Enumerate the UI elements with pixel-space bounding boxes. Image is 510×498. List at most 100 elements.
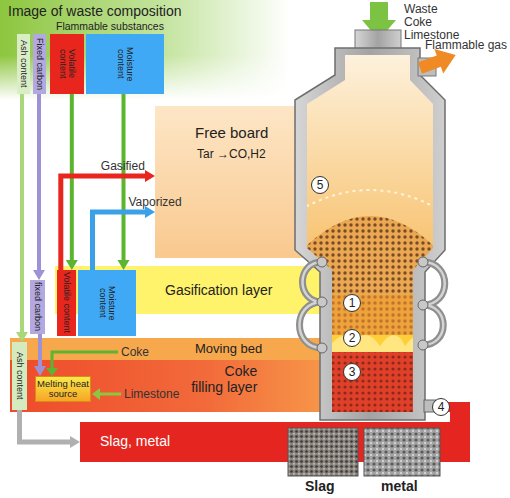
arrow-head — [118, 260, 130, 270]
callout-number: 2 — [343, 329, 361, 347]
edge-label: Gasified — [101, 159, 145, 173]
pipe-shine — [300, 302, 323, 348]
moisture-box: Moisture content — [78, 270, 136, 336]
pipe — [303, 262, 323, 302]
flow-arrow — [93, 206, 156, 270]
layer-label: Coke filling layer — [190, 363, 257, 395]
callout-number: 5 — [311, 176, 329, 194]
nozzle — [317, 343, 327, 353]
flow-arrow — [33, 94, 45, 280]
bar-label: Moisture content — [98, 270, 117, 336]
coke-layer-band: Coke filling layerMelting heat source — [10, 360, 335, 412]
furnace-shell — [295, 48, 445, 420]
pipe-shine — [303, 262, 323, 302]
furnace-bed — [300, 190, 440, 414]
edge-label: Vaporized — [129, 195, 182, 209]
bar-label: Volatile content — [62, 272, 71, 333]
fixed-carbon-bar: Fixed carbon — [33, 34, 46, 94]
arrow-line — [61, 176, 146, 270]
pipe — [423, 305, 443, 345]
arrow-line — [37, 94, 41, 271]
bar-label: Moisture content — [116, 34, 135, 94]
arrow-head — [145, 170, 155, 182]
arrow-head — [16, 332, 28, 342]
bar-label: fixed carbon — [33, 282, 42, 331]
feed-hopper — [355, 30, 401, 50]
arrow-line — [20, 410, 72, 442]
volatile-bar: Volatile content — [50, 34, 84, 94]
flame-zone — [300, 335, 440, 353]
arrow-head — [34, 366, 46, 376]
pipe — [423, 262, 445, 305]
ash-box: Ash content — [12, 342, 27, 410]
composition-panel: Image of waste compositionAsh content Fix… — [0, 0, 290, 100]
coke-feed-line — [52, 352, 118, 368]
flow-arrow — [16, 94, 28, 342]
limestone-feed-head — [92, 388, 100, 400]
layer-label: Gasification layer — [165, 282, 272, 298]
bar-label: Ash content — [19, 40, 28, 88]
photo-caption: metal — [381, 478, 418, 494]
panel-heading: Image of waste composition — [8, 3, 182, 19]
volatile-box: Volatile content — [57, 270, 76, 336]
bar-label: Volatile content — [58, 34, 77, 94]
bar-label: Slag, metal — [100, 433, 170, 449]
moisture-bar: Moisture content — [86, 34, 164, 94]
arrow-head — [33, 270, 45, 280]
bar-label: Ash content — [15, 352, 24, 400]
arrow-line — [93, 212, 147, 270]
pipe-shine — [423, 305, 443, 345]
tuyere-nozzles — [317, 257, 428, 353]
nozzle — [317, 257, 327, 267]
arrow-line — [70, 94, 74, 261]
flow-arrow — [118, 94, 130, 270]
callout-number: 3 — [343, 363, 361, 381]
pipe-shine — [423, 262, 445, 305]
layer-label: Tar →CO,H2 — [197, 147, 266, 161]
nozzle — [418, 257, 428, 267]
nozzle — [418, 340, 428, 350]
callout-number: 1 — [343, 294, 361, 312]
arrow-line — [20, 94, 24, 333]
tuyere-pipes — [300, 262, 445, 348]
flow-arrow — [20, 410, 81, 448]
metal-photo — [364, 428, 440, 476]
pipe — [300, 302, 323, 348]
moving-bed-band: Moving bed — [10, 338, 335, 360]
limestone-feed-line — [100, 393, 121, 396]
fixed-carbon-box: fixed carbon — [30, 280, 45, 334]
photo-caption: Slag — [305, 478, 335, 494]
nozzle — [317, 297, 327, 307]
feed-label: Coke — [121, 345, 149, 359]
callout-number: 4 — [432, 398, 450, 416]
heat-source-box: Melting heat source — [35, 376, 91, 402]
output-label: Flammable gas — [425, 38, 507, 52]
layer-label: Moving bed — [195, 341, 262, 356]
bar-label: Fixed carbon — [35, 38, 44, 90]
box-label: Melting heat source — [36, 379, 90, 399]
coke-feed-head — [46, 368, 58, 376]
flow-arrow — [66, 94, 78, 270]
nozzle — [418, 300, 428, 310]
arrow-line — [38, 334, 42, 367]
arrow-head — [66, 260, 78, 270]
arrow-line — [122, 94, 126, 261]
arrow-head — [70, 436, 80, 448]
layer-label: Free board — [195, 124, 268, 141]
tap-flow — [450, 402, 470, 424]
feed-label: Waste — [404, 2, 438, 16]
slag-photo — [288, 428, 358, 476]
gasification-band: Gasification layerVolatile contentMoistu… — [55, 266, 335, 314]
feed-label: Coke — [404, 15, 432, 29]
coke-bed — [300, 352, 440, 414]
flow-arrow — [61, 170, 155, 270]
feed-label: Limestone — [124, 387, 179, 401]
waste-bed — [300, 216, 440, 335]
moving-zone — [300, 295, 440, 335]
group-label: Flammable substances — [56, 20, 164, 32]
ash-bar: Ash content — [17, 34, 30, 94]
flow-arrow — [34, 334, 46, 376]
